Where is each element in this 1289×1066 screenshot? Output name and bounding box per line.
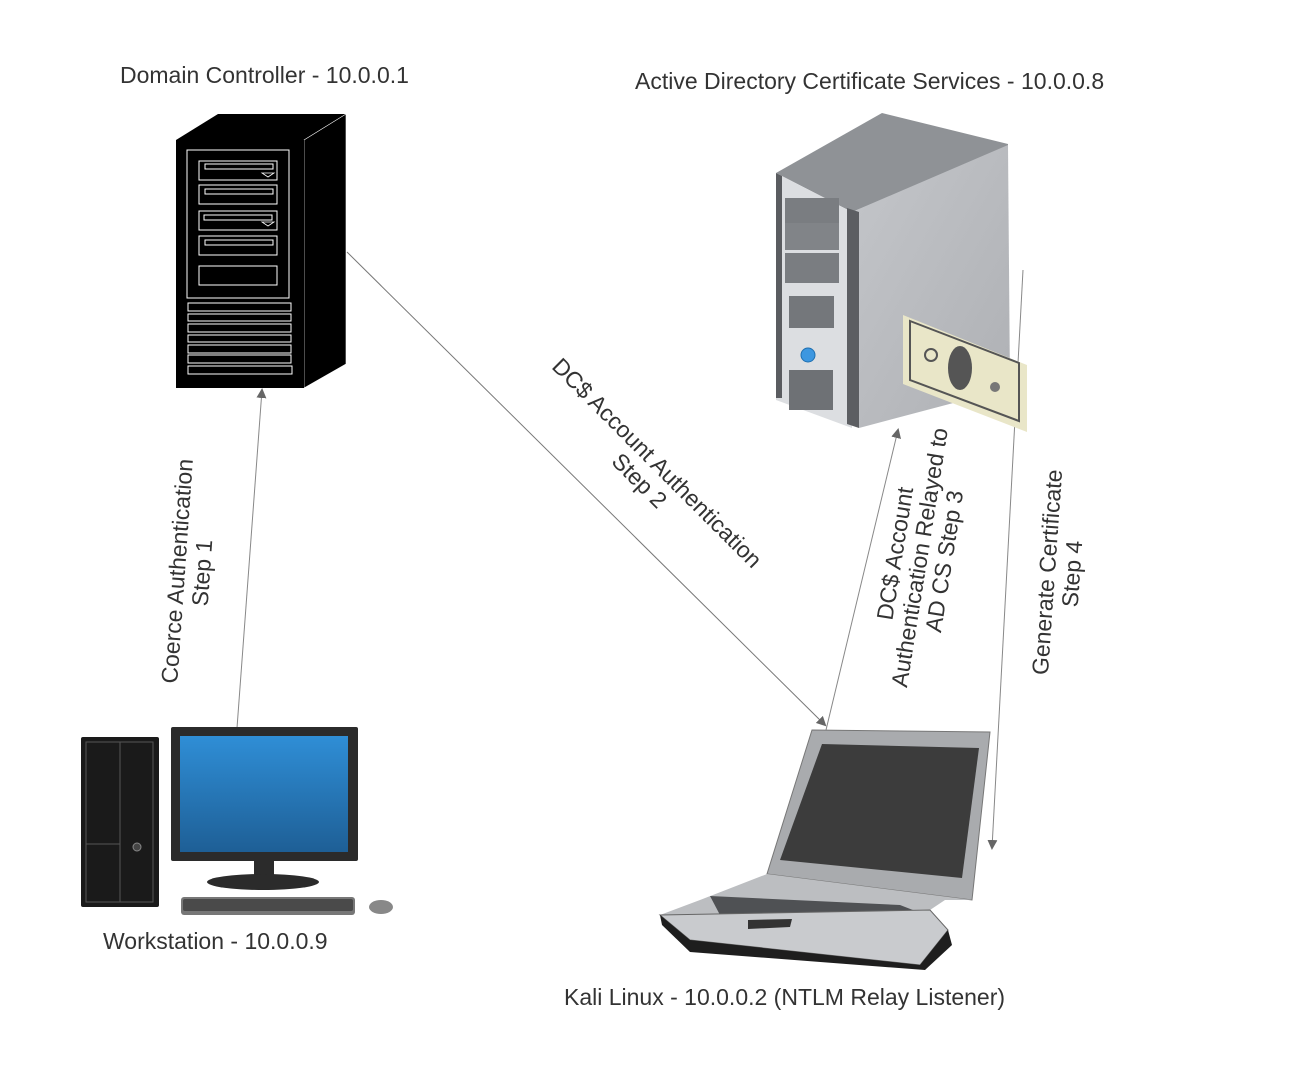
adcs-label: Active Directory Certificate Services - … [635, 68, 1105, 94]
arrow-step4 [987, 269, 1024, 850]
kali-label: Kali Linux - 10.0.0.2 (NTLM Relay Listen… [564, 984, 1006, 1010]
arrow-step2 [346, 251, 827, 727]
workstation-label: Workstation - 10.0.0.9 [103, 928, 328, 954]
domain-controller-label: Domain Controller - 10.0.0.1 [120, 62, 409, 88]
arrow-step1 [236, 388, 267, 729]
arrow-step3 [825, 428, 901, 731]
